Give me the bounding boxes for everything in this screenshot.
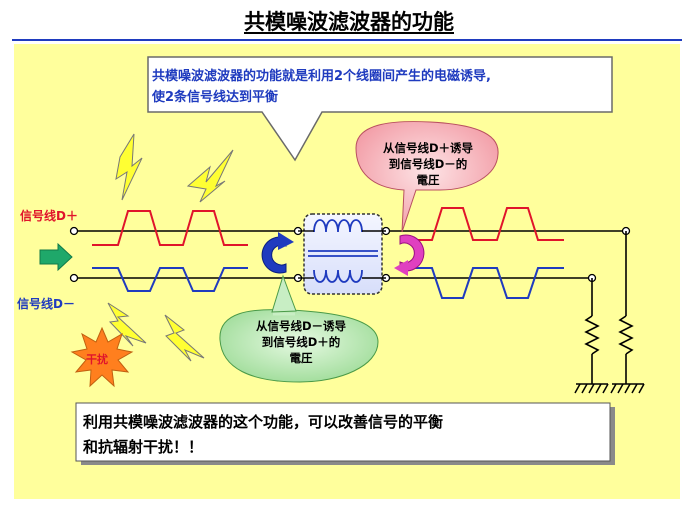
- lightning-bolt-icon: [186, 149, 234, 203]
- callout-top-bubble: [147, 56, 613, 162]
- page-title: 共模噪波滤波器的功能: [244, 10, 454, 34]
- lightning-bolt-icon: [107, 302, 147, 347]
- bottom-line1: 利用共模噪波滤波器的这个功能，可以改善信号的平衡: [83, 413, 444, 431]
- coil-icon: [313, 219, 363, 233]
- callout-top-text: 共模噪波滤波器的功能就是利用2个线圈间产生的电磁诱导, 使2条信号线达到平衡: [152, 66, 608, 108]
- label-signal-d-plus: 信号线D＋: [20, 209, 78, 223]
- arrow-right-icon: [39, 242, 73, 272]
- callout-left-line3: 電圧: [289, 351, 313, 365]
- title-underline-rule: [12, 39, 682, 41]
- bottom-line2: 和抗辐射干扰！！: [83, 438, 204, 456]
- callout-right-line2: 到信号线D－的: [388, 157, 468, 171]
- curved-arrow-icon: [394, 260, 408, 276]
- lightning-bolt-icon: [115, 133, 143, 201]
- label-noise: 干扰: [86, 353, 108, 366]
- callout-right-text: 从信号线D＋诱导 到信号线D－的 電圧: [374, 140, 482, 188]
- callout-top-line1: 共模噪波滤波器的功能就是利用2个线圈间产生的电磁诱导,: [152, 69, 491, 84]
- waveform-d-plus-right: [408, 207, 564, 241]
- callout-left-text: 从信号线D－诱导 到信号线D＋的 電圧: [236, 318, 366, 366]
- common-mode-filter-component: [298, 213, 386, 295]
- label-signal-d-minus: 信号线D－: [17, 297, 75, 311]
- coil-icon: [313, 269, 363, 283]
- ground-icon: [610, 383, 645, 394]
- curved-arrow-icon: [261, 236, 287, 274]
- bottom-message-text: 利用共模噪波滤波器的这个功能，可以改善信号的平衡 和抗辐射干扰！！: [83, 410, 593, 460]
- resistor-icon: [618, 231, 634, 384]
- callout-right-line1: 从信号线D＋诱导: [382, 141, 474, 155]
- lightning-bolt-icon: [164, 314, 205, 362]
- starburst-icon: [70, 326, 134, 388]
- callout-left-line1: 从信号线D－诱导: [255, 319, 347, 333]
- callout-right-bubble: [355, 121, 499, 233]
- callout-left-line2: 到信号线D＋的: [261, 335, 341, 349]
- waveform-d-minus-right: [408, 267, 564, 299]
- curved-arrow-icon: [278, 232, 294, 250]
- callout-right-line3: 電圧: [416, 173, 440, 187]
- ground-icon: [574, 383, 609, 394]
- waveform-d-plus-left: [92, 210, 248, 246]
- callout-left-bubble: [219, 309, 379, 383]
- callout-top-line2: 使2条信号线达到平衡: [152, 90, 279, 105]
- waveform-d-minus-left: [92, 267, 248, 292]
- resistor-icon: [584, 278, 600, 384]
- bottom-message-box: [75, 402, 611, 462]
